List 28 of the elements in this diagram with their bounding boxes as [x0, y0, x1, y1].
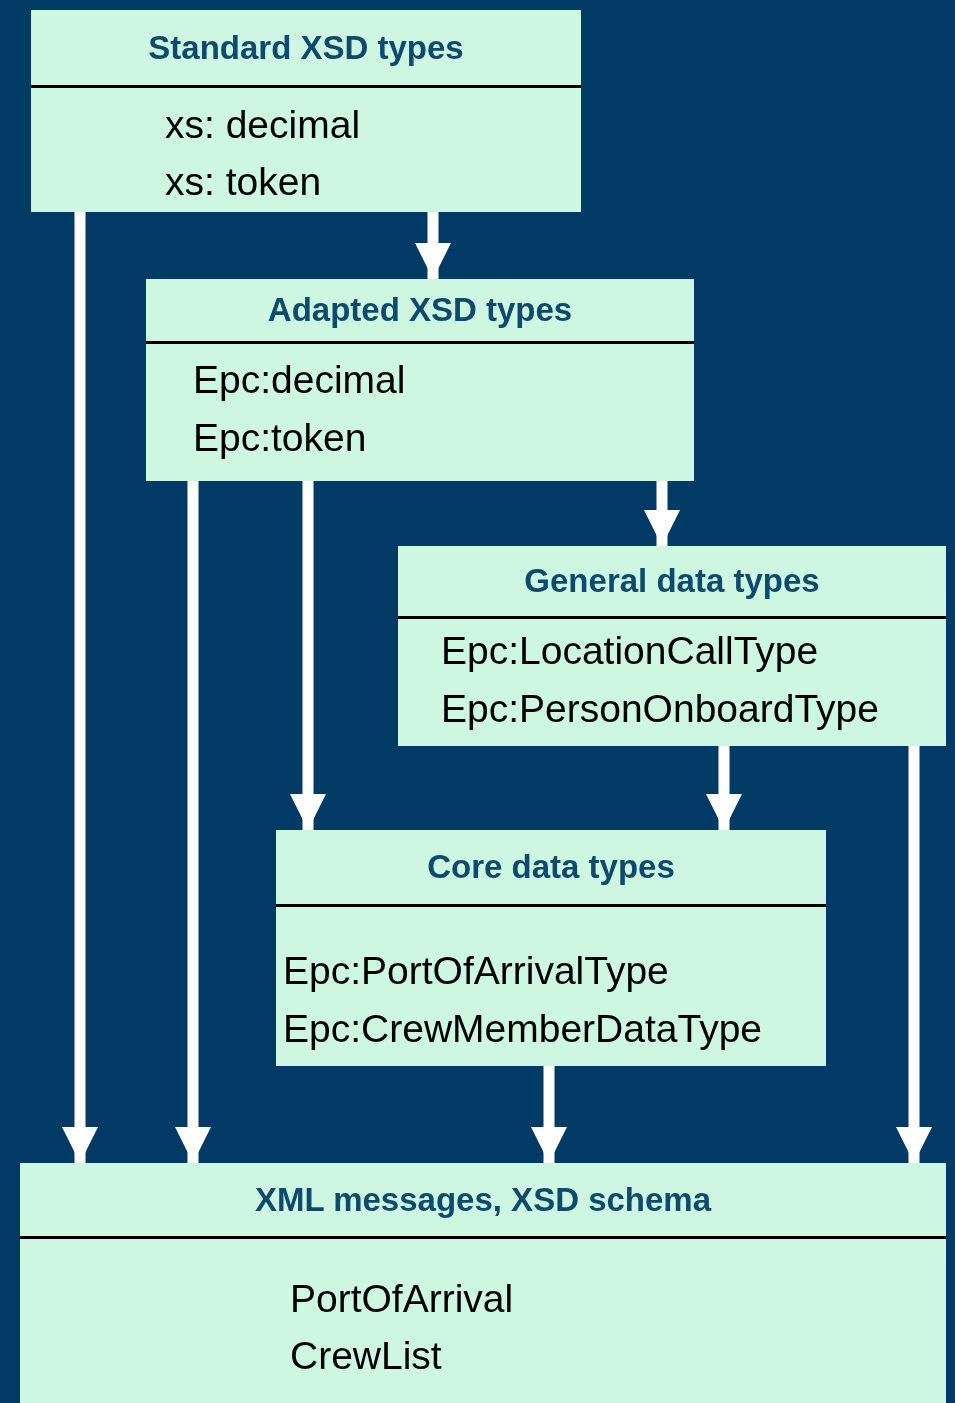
box-heading: General data types: [398, 546, 946, 619]
type-group-box: [146, 279, 694, 481]
arrow: [706, 746, 742, 830]
type-name: xs: decimal: [165, 104, 361, 147]
type-name: xs: token: [165, 161, 322, 204]
arrow: [175, 481, 211, 1163]
type-name: Epc:CrewMemberDataType: [283, 1008, 762, 1051]
type-name: Epc:token: [193, 417, 367, 460]
box-heading: Adapted XSD types: [146, 279, 694, 344]
type-group-box: [20, 1163, 946, 1403]
type-group-box: [398, 546, 946, 746]
arrow: [290, 481, 326, 830]
type-name: Epc:PortOfArrivalType: [283, 950, 669, 993]
arrow: [531, 1066, 567, 1163]
type-name: CrewList: [290, 1335, 442, 1378]
arrow: [415, 212, 451, 279]
box-heading: Standard XSD types: [31, 10, 581, 88]
arrow: [644, 481, 680, 546]
type-name: Epc:PersonOnboardType: [441, 688, 879, 731]
type-group-box: [276, 830, 826, 1066]
box-heading: XML messages, XSD schema: [20, 1163, 946, 1239]
type-name: PortOfArrival: [290, 1278, 514, 1321]
type-name: Epc:decimal: [193, 359, 406, 402]
type-name: Epc:LocationCallType: [441, 630, 819, 673]
box-heading: Core data types: [276, 830, 826, 907]
arrow: [896, 746, 932, 1163]
arrow: [62, 212, 98, 1163]
type-group-box: [31, 10, 581, 212]
